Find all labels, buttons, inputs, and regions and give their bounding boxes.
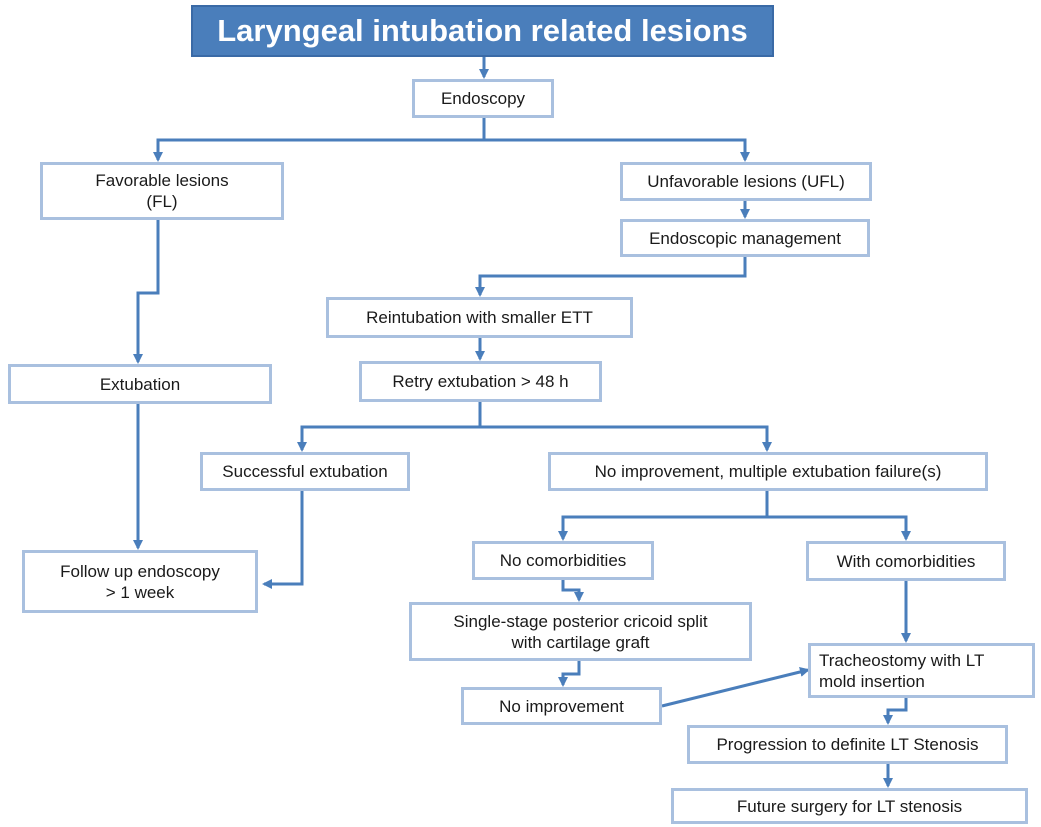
arrow-no-comorb-to-cricoid-split — [561, 580, 584, 602]
node-endoscopy: Endoscopy — [412, 79, 554, 118]
node-no-improvement-multiple-failures: No improvement, multiple extubation fail… — [548, 452, 988, 491]
arrow-no-improve-multi-to-no-comorb — [558, 491, 769, 541]
node-endoscopic-management: Endoscopic management — [620, 219, 870, 257]
arrow-no-improve-multi-to-with-comorb — [767, 515, 911, 541]
node-favorable-lesions: Favorable lesions (FL) — [40, 162, 284, 220]
node-progression-lt-stenosis: Progression to definite LT Stenosis — [687, 725, 1008, 764]
node-tracheostomy-lt-mold: Tracheostomy with LT mold insertion — [808, 643, 1035, 698]
diagram-title: Laryngeal intubation related lesions — [191, 5, 774, 57]
arrow-endo-mgmt-to-reintubation — [475, 257, 747, 297]
arrow-no-improvement-to-tracheostomy — [661, 667, 810, 708]
arrow-tracheostomy-to-progression — [883, 698, 908, 725]
node-follow-up-endoscopy: Follow up endoscopy > 1 week — [22, 550, 258, 613]
node-retry-extubation: Retry extubation > 48 h — [359, 361, 602, 402]
node-reintubation: Reintubation with smaller ETT — [326, 297, 633, 338]
node-extubation: Extubation — [8, 364, 272, 404]
arrow-successful-to-follow-up — [262, 491, 304, 589]
node-no-comorbidities: No comorbidities — [472, 541, 654, 580]
node-with-comorbidities: With comorbidities — [806, 541, 1006, 581]
arrow-cricoid-split-to-no-improvement — [558, 661, 581, 687]
arrow-favorable-to-extubation — [133, 220, 160, 364]
node-successful-extubation: Successful extubation — [200, 452, 410, 491]
arrow-endoscopy-to-favorable — [153, 118, 486, 162]
arrow-retry-to-successful — [297, 402, 482, 452]
arrow-endoscopy-to-unfavorable — [484, 138, 750, 162]
node-unfavorable-lesions: Unfavorable lesions (UFL) — [620, 162, 872, 201]
node-posterior-cricoid-split: Single-stage posterior cricoid split wit… — [409, 602, 752, 661]
arrow-retry-to-no-improve-multi — [480, 425, 772, 452]
node-future-surgery: Future surgery for LT stenosis — [671, 788, 1028, 824]
node-no-improvement: No improvement — [461, 687, 662, 725]
